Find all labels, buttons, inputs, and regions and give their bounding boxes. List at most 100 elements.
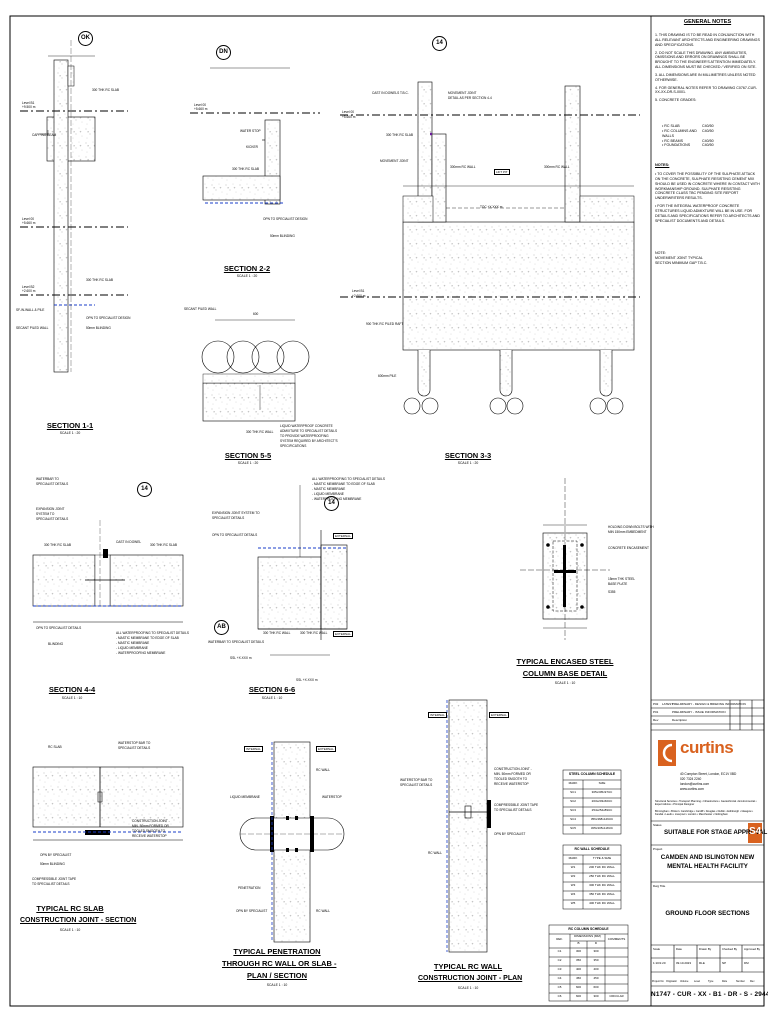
schedule-cell-mark: SC5 [570,826,576,830]
schedule-cell-b: 300 [575,949,581,953]
schedule-cell-size: 250 THK RC WALL [589,874,615,878]
label-s66-opn: OPN TO SPECIALIST DETAILS [212,533,258,537]
wall-joint-drawing [446,699,491,953]
gridline-marker-14-a: 14 [432,36,447,51]
section-2-2-title: SECTION 2-2 [223,264,271,273]
concrete-grade: C40/50 [702,138,714,143]
meta-label: Approved By [744,947,761,951]
wall-joint-scale: SCALE 1 : 10 [457,986,479,990]
schedule-header-dims: DIMENSIONS (MM) [574,934,601,938]
company-address-1: 40 Compton Street, London, EC1V 0BD [680,772,737,776]
column-schedule-title: RC COLUMN SCHEDULE [568,927,609,931]
general-note-item: 1. THIS DRAWING IS TO BE READ IN CONJUNC… [655,33,760,47]
label-s22-blinding: 50mm BLINDING [270,234,295,238]
schedule-cell-comment: CIRCULAR [609,994,624,998]
label-wj-ext: EXTERNAL [489,712,509,718]
steel-schedule-title: STEEL COLUMN SCHEDULE [568,772,616,776]
label-wj-wb: WATERSTOP BAR TO [400,778,433,782]
section-6-6-title: SECTION 6-6 [248,685,296,694]
schedule-cell-d: 300 [593,994,599,998]
status-label: Status [653,823,662,827]
label-s22-opn: OPN TO SPECIALIST DESIGN [263,217,308,221]
gridline-marker-14-c: 14 [324,496,339,511]
schedule-cell-ref: C2 [557,958,562,962]
steel-base-plate-drawing [520,478,610,640]
company-name: curtins [680,738,734,757]
label-s11-cap: CAPPING BEAM [32,133,57,137]
label-s33-wall: 300mm RC WALL [450,165,476,169]
label-s44-wp1: ALL WATERPROOFING TO SPECIALIST DETAILS [116,631,189,635]
label-s33-lift: LIFT PIT [494,169,510,175]
label-st-plate3: S355 [608,590,616,594]
section-3-3-title: SECTION 3-3 [444,451,492,460]
label-s66-wp4: - LIQUID MEMBRANE [312,492,344,496]
label-s44-slab2: 300 THK RC SLAB [150,543,178,547]
slab-joint-title-2: CONSTRUCTION JOINT - SECTION [20,917,137,924]
label-s11-level2b: +5.660 m [22,221,36,225]
section-1-1-scale: SCALE 1 : 20 [59,431,81,435]
schedule-cell-mark: W1 [570,865,576,869]
label-s66-ssl2: SSL +X.XXX m [296,678,318,682]
schedule-cell-size: 356x368x129UC [590,817,614,821]
section-3-3-scale: SCALE 1 : 20 [457,461,479,465]
label-s66-wp2: - MASTIC MEMBRANE TO EDGE OF SLAB [312,482,375,486]
general-notes-list: 1. THIS DRAWING IS TO BE READ IN CONJUNC… [655,33,761,106]
label-wj-comp2: TO SPECIALIST DETAILS [494,808,532,812]
label-pn-ws: WATERSTOP [322,795,342,799]
schedule-cell-d: 300 [593,949,599,953]
label-sj-cj: CONSTRUCTION JOINT - [132,819,170,823]
note-item: • FOR THE INTEGRAL WATERPROOF CONCRETE S… [655,204,760,223]
doc-number-label: Type [708,980,714,983]
section-1-1-title: SECTION 1-1 [46,421,94,430]
label-sj-cj2: MIN. 50mm FORMED OR [132,824,169,828]
schedule-cell-d: 350 [593,958,599,962]
notes-heading: NOTES: [655,163,670,167]
label-s44-exp3: SPECIALIST DETAILS [36,517,69,521]
label-s66-wp5: - WATERPROOFING MEMBRANE [312,497,362,501]
schedule-cell-size: TYPE & SIZE [592,856,612,860]
schedule-cell-b: 600 [575,985,581,989]
schedule-cell-size: SIZE [598,781,606,785]
schedule-cell-d: 450 [593,976,599,980]
note-item: • TO COVER THE POSSIBILITY OF THE SULPHA… [655,172,760,201]
schedule-cell-b: 350 [575,958,581,962]
schedule-cell-size: 203x203x60UC [591,799,613,803]
slab-joint-title-1: TYPICAL RC SLAB [36,904,104,913]
label-pn-pen: PENETRATION [238,886,261,890]
revision-description: PRELIMINARY - DESIGN & BRIEFING INFORMAT… [672,702,746,706]
concrete-element: • RC SLAB [662,124,680,128]
label-s55-pile: SECANT PILED WALL [184,307,217,311]
doc-number-label: Level [694,980,700,983]
wall-joint-title-1: TYPICAL RC WALL [433,962,503,971]
schedule-cell-ref: C5 [557,985,562,989]
label-pn-int: INTERNAL [244,746,263,752]
label-s33-level2b: +2.600 m [352,294,366,298]
doc-number-label: Number [736,980,745,983]
schedule-cell-size: 300 THK RC WALL [589,883,615,887]
label-s44-wp4: - LIQUID MEMBRANE [116,646,148,650]
general-note-item: 5. CONCRETE GRADES: [655,98,697,103]
schedule-cell-ref: C1 [557,949,562,953]
schedule-cell-size: 305x305x118UC [590,826,614,830]
schedule-cell-d: 600 [593,985,599,989]
section-6-6-scale: SCALE 1 : 10 [261,696,283,700]
schedule-header-comments: COMMENTS [607,937,626,941]
label-st-plate: 15mm THK STEEL [608,577,636,581]
section-1-1-drawing [20,40,128,373]
label-sj-cj4: RECEIVE WATERSTOP [132,834,167,838]
label-sj-cj3: TOOLED SMOOTH TO [132,829,166,833]
movement-joint-note: NOTE: MOVEMENT JOINT TYPICAL SECTION MIN… [655,251,708,265]
schedule-cell-ref: C4 [557,976,562,980]
label-wj-cj3: TOOLED SMOOTH TO [494,777,528,781]
schedule-cell-size: 254x254x89UC [591,808,613,812]
schedule-cell-mark: SC3 [570,808,576,812]
label-s66-wp3: - MASTIC MEMBRANE [312,487,346,491]
general-notes-heading: GENERAL NOTES [683,19,732,25]
label-s44-wb2: SPECIALIST DETAILS [36,482,69,486]
label-wj-rc: RC WALL [428,851,443,855]
meta-value: RLE [699,961,705,965]
notes-list: • TO COVER THE POSSIBILITY OF THE SULPHA… [655,172,761,226]
label-s44-exp2: SYSTEM TO [36,512,55,516]
